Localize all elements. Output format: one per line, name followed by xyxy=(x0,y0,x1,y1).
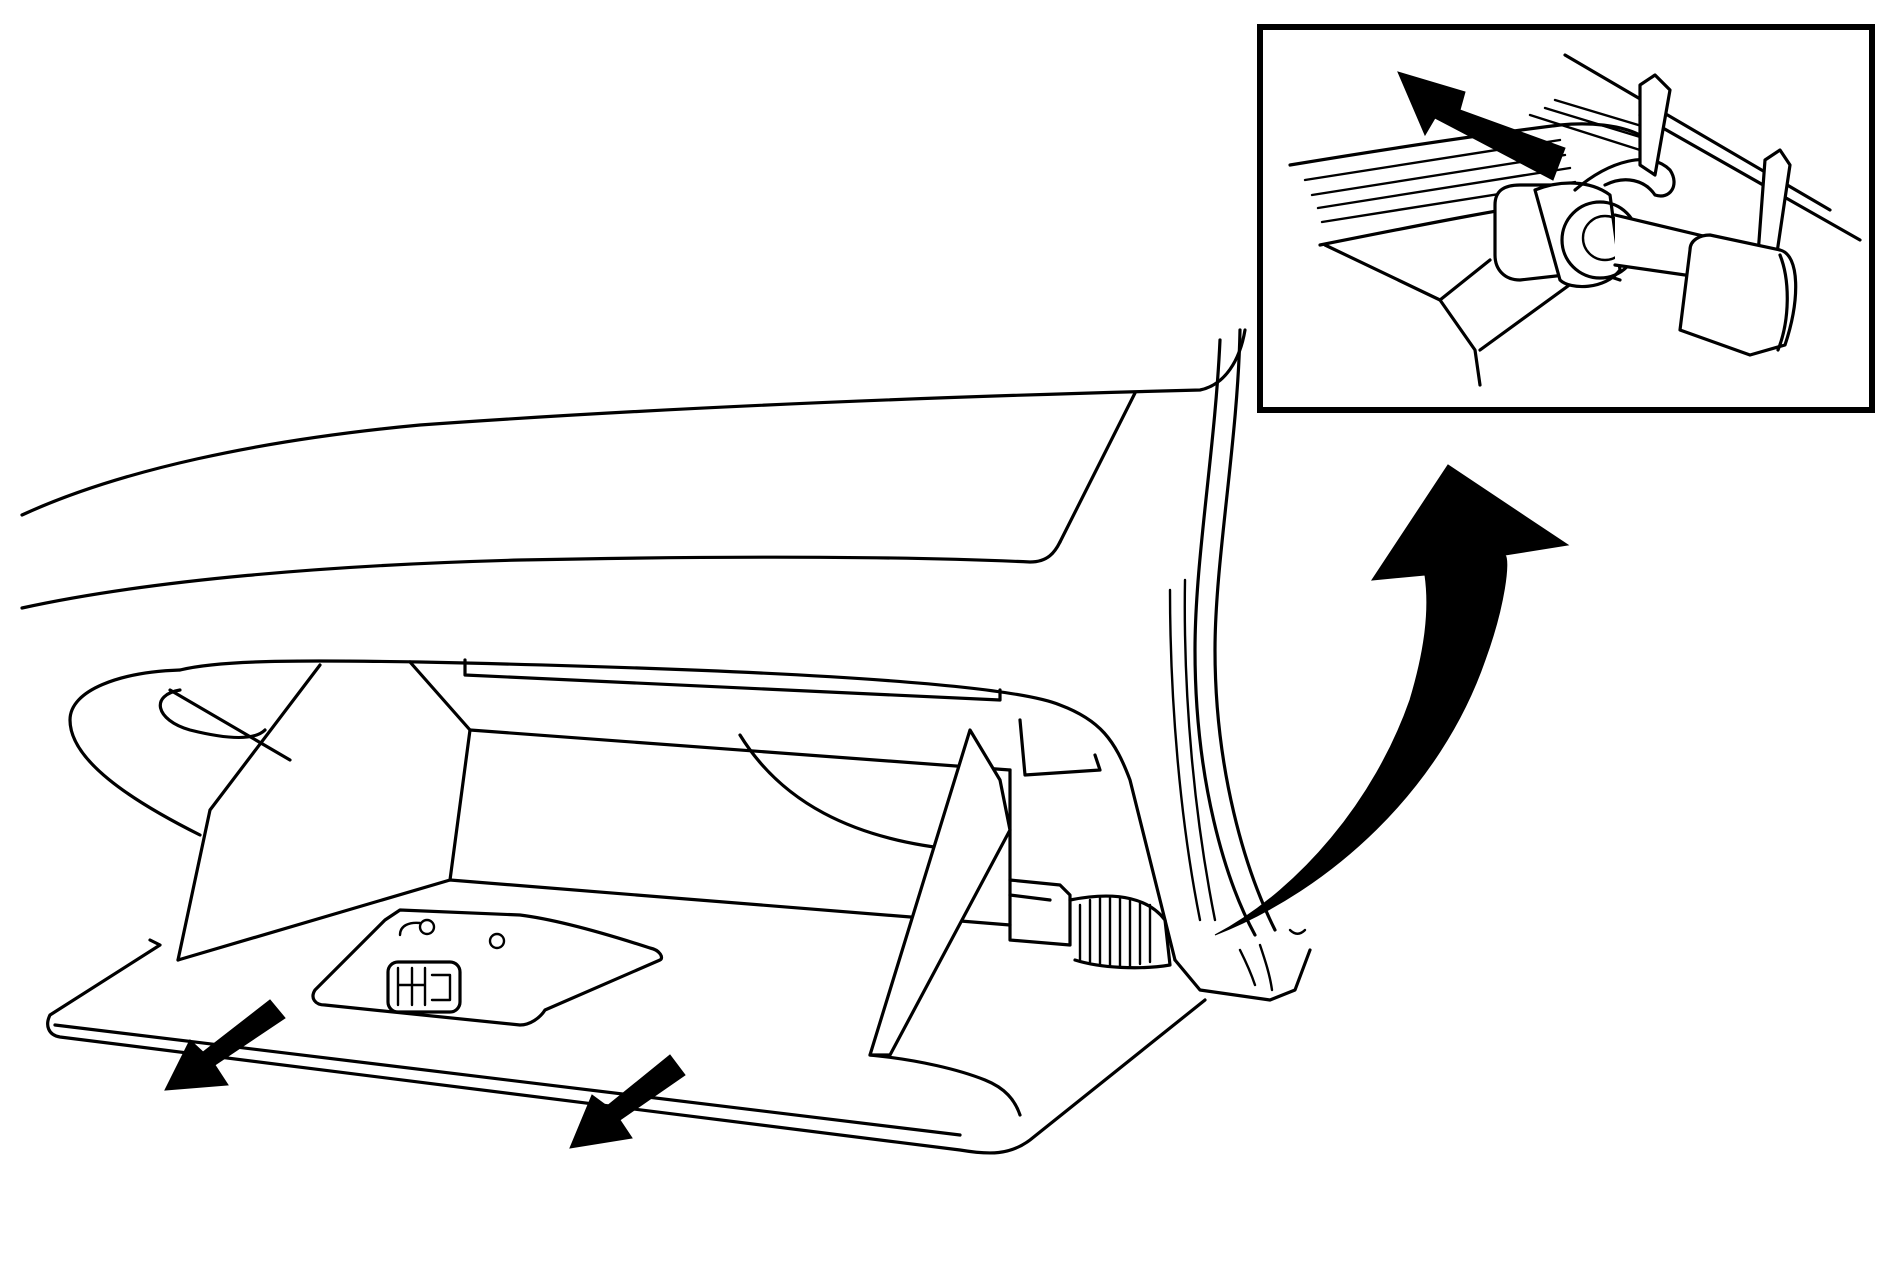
damper-strut xyxy=(1008,878,1172,970)
arrow-down-left-icon xyxy=(164,999,286,1091)
curved-arrow-up-icon xyxy=(1214,464,1570,936)
glove-box-door xyxy=(46,908,1312,1155)
arrow-down-left-icon xyxy=(569,1054,686,1149)
hinge-pin-detail-icon xyxy=(1288,53,1862,387)
latch-assembly xyxy=(311,908,664,1027)
detail-inset xyxy=(1257,24,1875,413)
instrument-panel xyxy=(20,328,1277,937)
glove-box xyxy=(68,658,1177,1057)
arrow-up-left-icon xyxy=(1397,71,1566,181)
